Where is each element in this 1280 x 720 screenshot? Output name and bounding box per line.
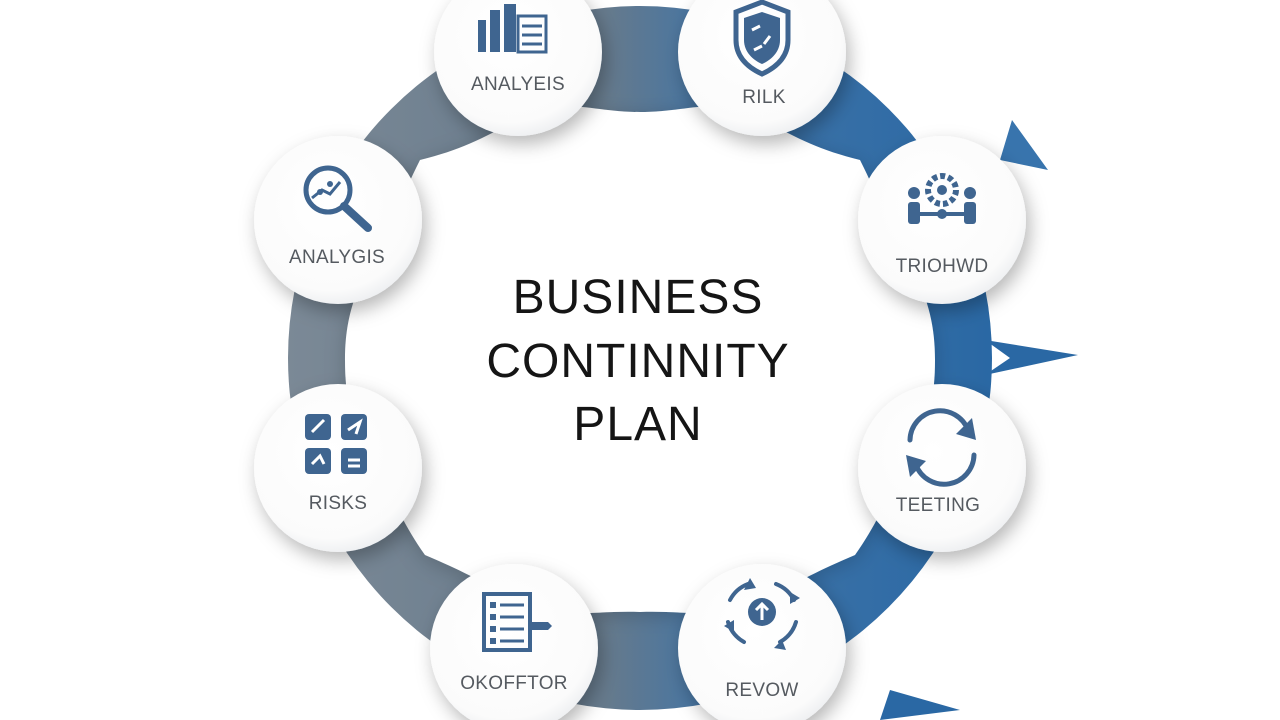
node-analygis[interactable] [254, 136, 422, 304]
center-title: BUSINESS CONTINNITY PLAN [486, 271, 789, 451]
ring-arrow-bottom [880, 690, 960, 720]
checklist-icon [482, 592, 552, 652]
grid-icon [305, 414, 367, 474]
node-revow[interactable] [678, 564, 846, 720]
title-line-2: CONTINNITY [486, 335, 789, 388]
node-label-risks: RISKS [309, 493, 368, 514]
cycle-arrows-icon [724, 578, 800, 650]
node-label-analygis: ANALYGIS [289, 247, 385, 268]
title-line-3: PLAN [573, 398, 702, 451]
node-label-okofftor: OKOFFTOR [460, 673, 568, 694]
node-label-analyeis: ANALYEIS [471, 74, 565, 95]
node-rilk[interactable] [678, 0, 846, 136]
node-label-rilk: RILK [742, 87, 785, 108]
node-label-teeting: TEETING [896, 495, 980, 516]
magnifier-icon [303, 165, 372, 232]
node-label-triohwd: TRIOHWD [896, 256, 989, 277]
ring-arrow-head [985, 340, 1078, 375]
gear-network-icon [908, 173, 976, 224]
title-line-1: BUSINESS [513, 271, 764, 324]
node-triohwd[interactable] [858, 136, 1026, 304]
ring-arrow-tail [1000, 120, 1048, 170]
shield-icon [733, 0, 791, 77]
bar-chart-icon [478, 4, 548, 54]
node-analyeis[interactable] [434, 0, 602, 136]
node-risks[interactable] [254, 384, 422, 552]
node-label-revow: REVOW [725, 680, 798, 701]
refresh-icon [906, 408, 977, 487]
node-teeting[interactable] [858, 384, 1026, 552]
center-area [345, 105, 935, 614]
